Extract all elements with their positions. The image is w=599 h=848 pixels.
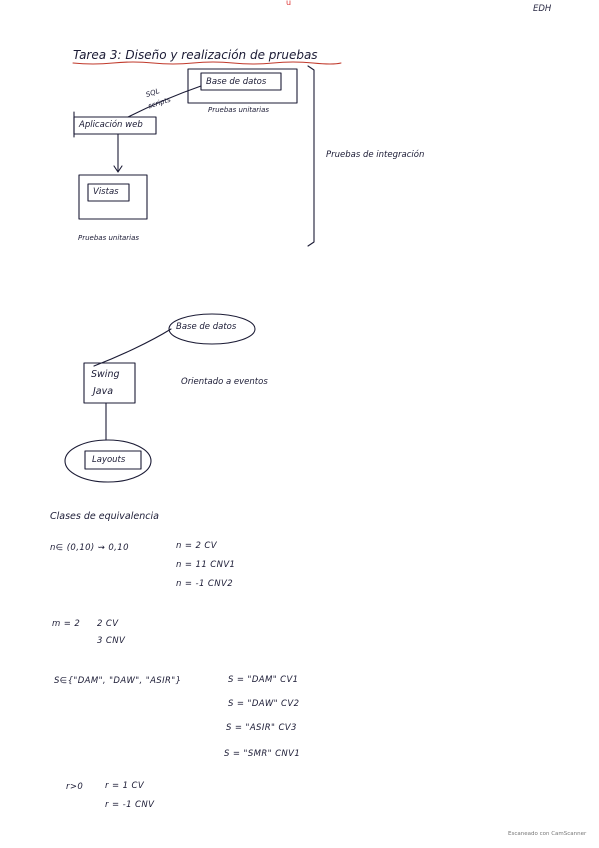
db-inner-box [200, 72, 282, 91]
equivalence-heading: Clases de equivalencia [50, 511, 159, 522]
arrowhead [113, 165, 123, 173]
layouts-inner-box [84, 450, 142, 470]
block1-row: n = 2 CV [176, 541, 217, 551]
block2-row: 2 CV [97, 619, 119, 629]
db-ellipse-label: Base de datos [176, 322, 237, 332]
db-ellipse [168, 313, 256, 345]
block1-left: n∈ (0,10) ⇝ 0,10 [50, 543, 129, 553]
title-underline [72, 61, 342, 65]
java-label: Java [93, 386, 114, 397]
section1-title: Tarea 3: Diseño y realización de pruebas [73, 48, 318, 62]
block3-left: S∈{"DAM", "DAW", "ASIR"} [54, 676, 182, 686]
layouts-ellipse [64, 439, 152, 483]
block3-row: S = "ASIR" CV3 [226, 723, 297, 733]
db-box-label: Base de datos [206, 77, 267, 87]
swing-box [83, 362, 136, 404]
block1-row: n = -1 CNV2 [176, 579, 234, 589]
block4-row: r = -1 CNV [105, 800, 155, 810]
block1-row: n = 11 CNV1 [176, 560, 236, 570]
vistas-caption: Pruebas unitarias [78, 234, 140, 242]
swing-label: Swing [91, 369, 120, 380]
block3-row: S = "SMR" CNV1 [224, 749, 301, 759]
db-webapp-link [127, 85, 202, 118]
block4-row: r = 1 CV [105, 781, 145, 791]
block3-row: S = "DAM" CV1 [228, 675, 299, 685]
top-red-mark: ü [286, 0, 292, 7]
block4-left: r>0 [66, 782, 84, 792]
db-box-caption: Pruebas unitarias [208, 106, 270, 114]
event-label: Orientado a eventos [181, 377, 268, 387]
integration-label: Pruebas de integración [326, 150, 425, 160]
layouts-label: Layouts [92, 455, 126, 465]
block2-left: m = 2 [52, 619, 81, 629]
author-initials: EDH [533, 4, 552, 14]
scanner-watermark: Escaneado con CamScanner [508, 831, 587, 837]
integration-bracket [307, 65, 315, 247]
vistas-box-label: Vistas [93, 187, 119, 197]
block2-row: 3 CNV [97, 636, 126, 646]
vistas-outer-box [78, 174, 148, 220]
block3-row: S = "DAW" CV2 [228, 699, 300, 709]
db-outer-box [187, 68, 298, 104]
db-swing-link [93, 328, 172, 367]
vistas-inner-box [87, 183, 130, 202]
webapp-box-label: Aplicación web [79, 120, 143, 130]
